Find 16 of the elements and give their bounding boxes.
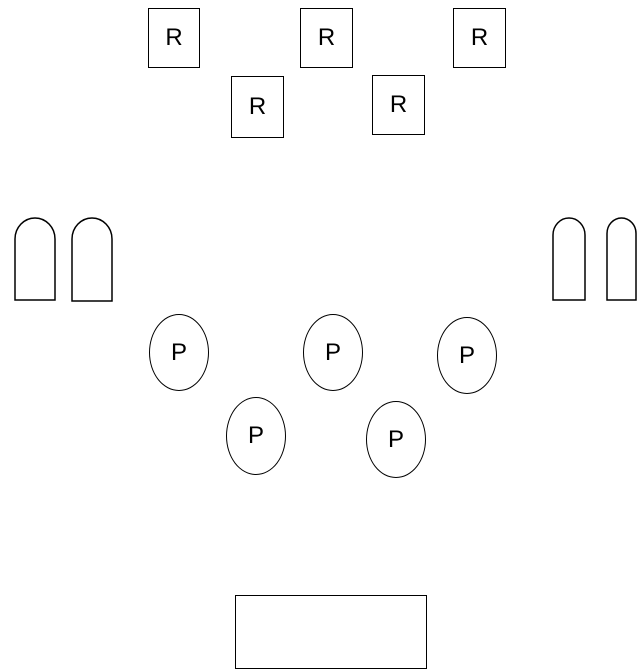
square-node: [231, 76, 284, 138]
square-node: [300, 8, 353, 68]
node-label: P: [324, 340, 341, 364]
node-label: R: [318, 26, 336, 50]
square-node: [148, 8, 200, 68]
square-node: [453, 8, 506, 68]
square-node: [372, 75, 425, 135]
node-label: R: [390, 93, 408, 117]
node-label: P: [388, 428, 404, 452]
node-label: R: [248, 95, 266, 119]
node-label: P: [248, 424, 264, 448]
node-label: R: [165, 26, 183, 50]
node-label: R: [470, 26, 488, 50]
node-label: P: [170, 340, 187, 364]
node-label: P: [458, 344, 475, 368]
empty-rectangle: [235, 595, 427, 669]
